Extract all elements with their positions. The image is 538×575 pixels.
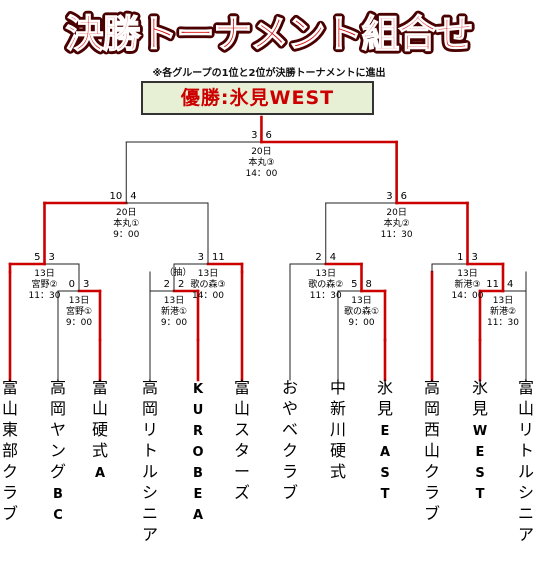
date-qf3: 13日 [316,268,336,279]
venue-r1_4: 新港② [490,305,516,317]
venue-qf4: 新港③ [454,278,480,290]
venue-qf1: 宮野② [31,278,57,290]
score-sf_right-right: 6 [401,191,407,202]
score-qf4-right: 3 [472,252,478,263]
date-sf_right: 20日 [386,207,406,218]
date-final: 20日 [251,146,271,157]
team-name-9: 高岡西山クラブ [424,378,440,523]
time-r1_1: 9：00 [66,318,92,328]
score-r1_3-right: 8 [366,279,372,290]
note-r1_2: （抽） [164,266,191,278]
time-qf2: 14：00 [192,291,224,301]
time-qf4: 14：00 [452,291,484,301]
score-qf1-right: 3 [49,252,55,263]
qualification-note: ※各グループの1位と2位が決勝トーナメントに進出 [152,68,386,79]
date-sf_left: 20日 [116,207,136,218]
venue-qf3: 歌の森② [308,278,343,290]
score-qf1-left: 5 [34,252,40,263]
score-final-left: 3 [251,130,257,141]
score-r1_2-right: 2 [178,279,184,290]
score-qf2-left: 3 [198,252,204,263]
venue-sf_right: 本丸② [384,217,410,229]
score-qf3-left: 2 [315,252,321,263]
score-sf_left-right: 4 [130,191,136,202]
venue-r1_3: 歌の森① [344,305,379,317]
score-r1_4-right: 4 [507,279,513,290]
score-qf2-right: 11 [212,252,225,263]
date-qf4: 13日 [457,268,477,279]
date-qf1: 13日 [34,268,54,279]
time-r1_4: 11：30 [487,318,519,328]
team-name-3: 高岡リトルシニア [142,378,158,544]
score-r1_2-left: 2 [164,279,170,290]
date-r1_4: 13日 [493,295,513,306]
team-name-0: 富山東部クラブ [2,378,18,523]
time-r1_2: 9：00 [161,318,187,328]
tournament-title: 決勝トーナメント組合せ 決勝トーナメント組合せ [62,9,477,60]
time-r1_3: 9：00 [348,318,374,328]
time-qf1: 11：30 [29,291,61,301]
score-sf_left-left: 10 [110,191,123,202]
team-name-5: 富山スターズ [234,378,250,502]
time-final: 14：00 [245,169,277,179]
bracket-lines [8,115,527,382]
score-r1_3-left: 5 [351,279,357,290]
team-name-6: おやベクラブ [282,378,298,502]
venue-final: 本丸③ [248,156,274,168]
score-qf4-left: 1 [457,252,463,263]
team-name-11: 富山リトルシニア [518,378,534,544]
score-sf_right-left: 3 [386,191,392,202]
title-text: 決勝トーナメント組合せ [65,12,472,56]
venue-sf_left: 本丸① [113,217,139,229]
date-r1_1: 13日 [69,295,89,306]
date-r1_3: 13日 [351,295,371,306]
time-qf3: 11：30 [310,291,342,301]
score-qf3-right: 4 [330,252,336,263]
time-sf_left: 9：00 [113,230,139,240]
venue-r1_1: 宮野① [66,305,92,317]
score-r1_1-left: 0 [69,279,75,290]
champion-banner: 優勝:氷見WEST [141,81,374,115]
venue-qf2: 歌の森③ [190,278,225,290]
team-name-7: 中新川硬式 [330,378,346,481]
score-final-right: 6 [265,130,271,141]
time-sf_right: 11：30 [381,230,413,240]
score-r1_4-left: 11 [486,279,499,290]
date-r1_2: 13日 [164,295,184,306]
title-text-outline: 決勝トーナメント組合せ [65,12,472,56]
score-r1_1-right: 3 [83,279,89,290]
date-qf2: 13日 [198,268,218,279]
venue-r1_2: 新港① [161,305,187,317]
